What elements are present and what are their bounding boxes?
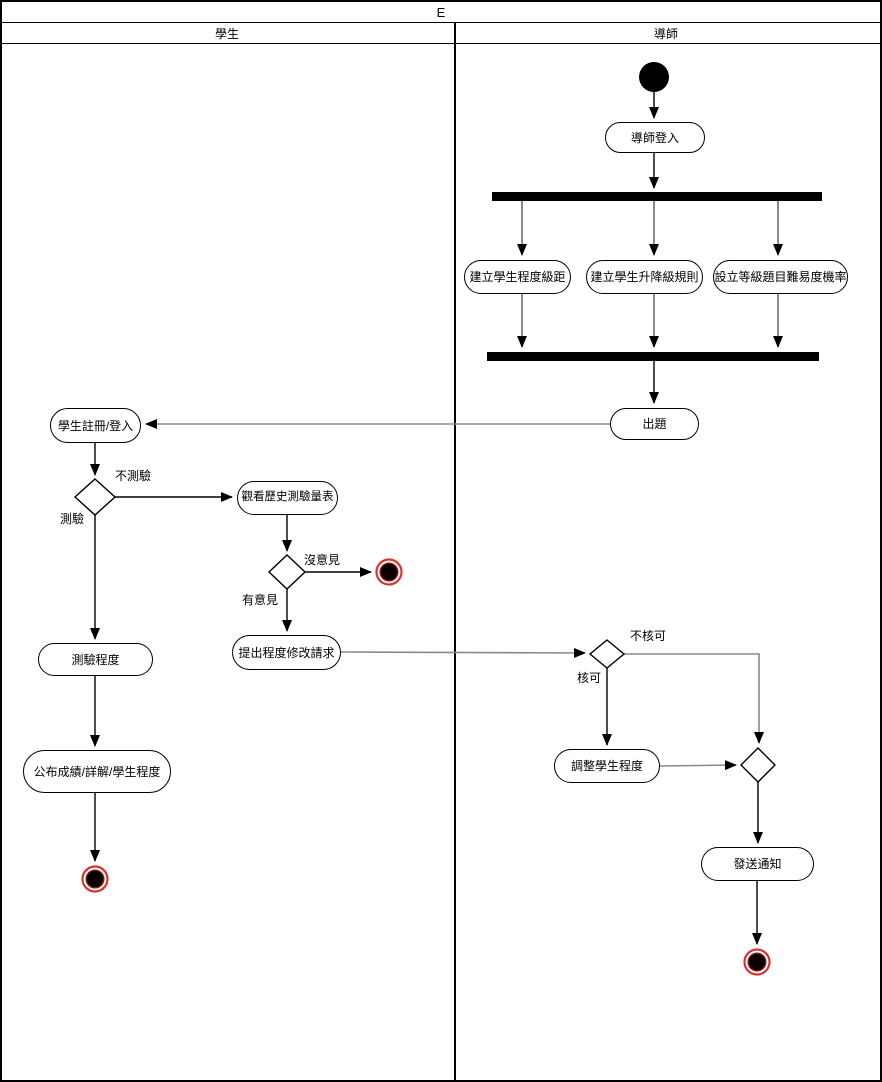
lane-header-tutor: 導師 xyxy=(653,26,678,41)
decision-test-or-not xyxy=(73,478,117,516)
fork-bar xyxy=(492,192,822,201)
activity-request-level-modify: 提出程度修改請求 xyxy=(232,635,341,670)
merge-diamond xyxy=(740,747,776,783)
edge-label-approved: 核可 xyxy=(577,671,602,685)
diagram-title: E xyxy=(436,4,446,20)
activity-send-notification: 發送通知 xyxy=(701,847,814,881)
end-node-no-opinion xyxy=(375,558,403,586)
activity-test-level: 測驗程度 xyxy=(38,643,153,676)
join-bar xyxy=(487,352,819,361)
activity-create-level-range: 建立學生程度級距 xyxy=(464,260,571,294)
edge-decision3-not-approved-to-merge xyxy=(624,653,764,744)
lane-header-row: 學生 導師 xyxy=(2,23,880,44)
activity-create-questions: 出題 xyxy=(610,408,699,440)
activity-publish-results: 公布成績/詳解/學生程度 xyxy=(23,750,171,793)
end-node-tutor-flow xyxy=(743,948,771,976)
edge-label-no-test: 不測驗 xyxy=(115,469,152,483)
activity-adjust-student-level: 調整學生程度 xyxy=(554,749,660,783)
activity-student-register-login: 學生註冊/登入 xyxy=(50,408,141,443)
start-node xyxy=(639,62,669,92)
activity-tutor-login: 導師登入 xyxy=(605,122,705,153)
diagram-title-row: E xyxy=(2,2,880,23)
lane-header-student: 學生 xyxy=(214,26,239,41)
decision-opinion xyxy=(267,554,307,590)
activity-view-test-history: 觀看歷史測驗量表 xyxy=(237,481,338,515)
edge-adjust-to-merge xyxy=(659,760,737,771)
activity-create-promotion-rules: 建立學生升降級規則 xyxy=(586,260,703,294)
decision-approve xyxy=(588,639,626,669)
edge-label-no-opinion: 沒意見 xyxy=(304,553,341,567)
activity-set-difficulty-probability: 設立等級題目難易度機率 xyxy=(713,260,848,294)
lane-divider xyxy=(454,23,456,1080)
edge-label-not-approved: 不核可 xyxy=(630,629,667,643)
edge-request-to-decision3 xyxy=(339,647,586,658)
edge-label-has-opinion: 有意見 xyxy=(242,593,279,607)
edge-label-test: 測驗 xyxy=(60,512,85,526)
end-node-student-flow xyxy=(81,865,109,893)
